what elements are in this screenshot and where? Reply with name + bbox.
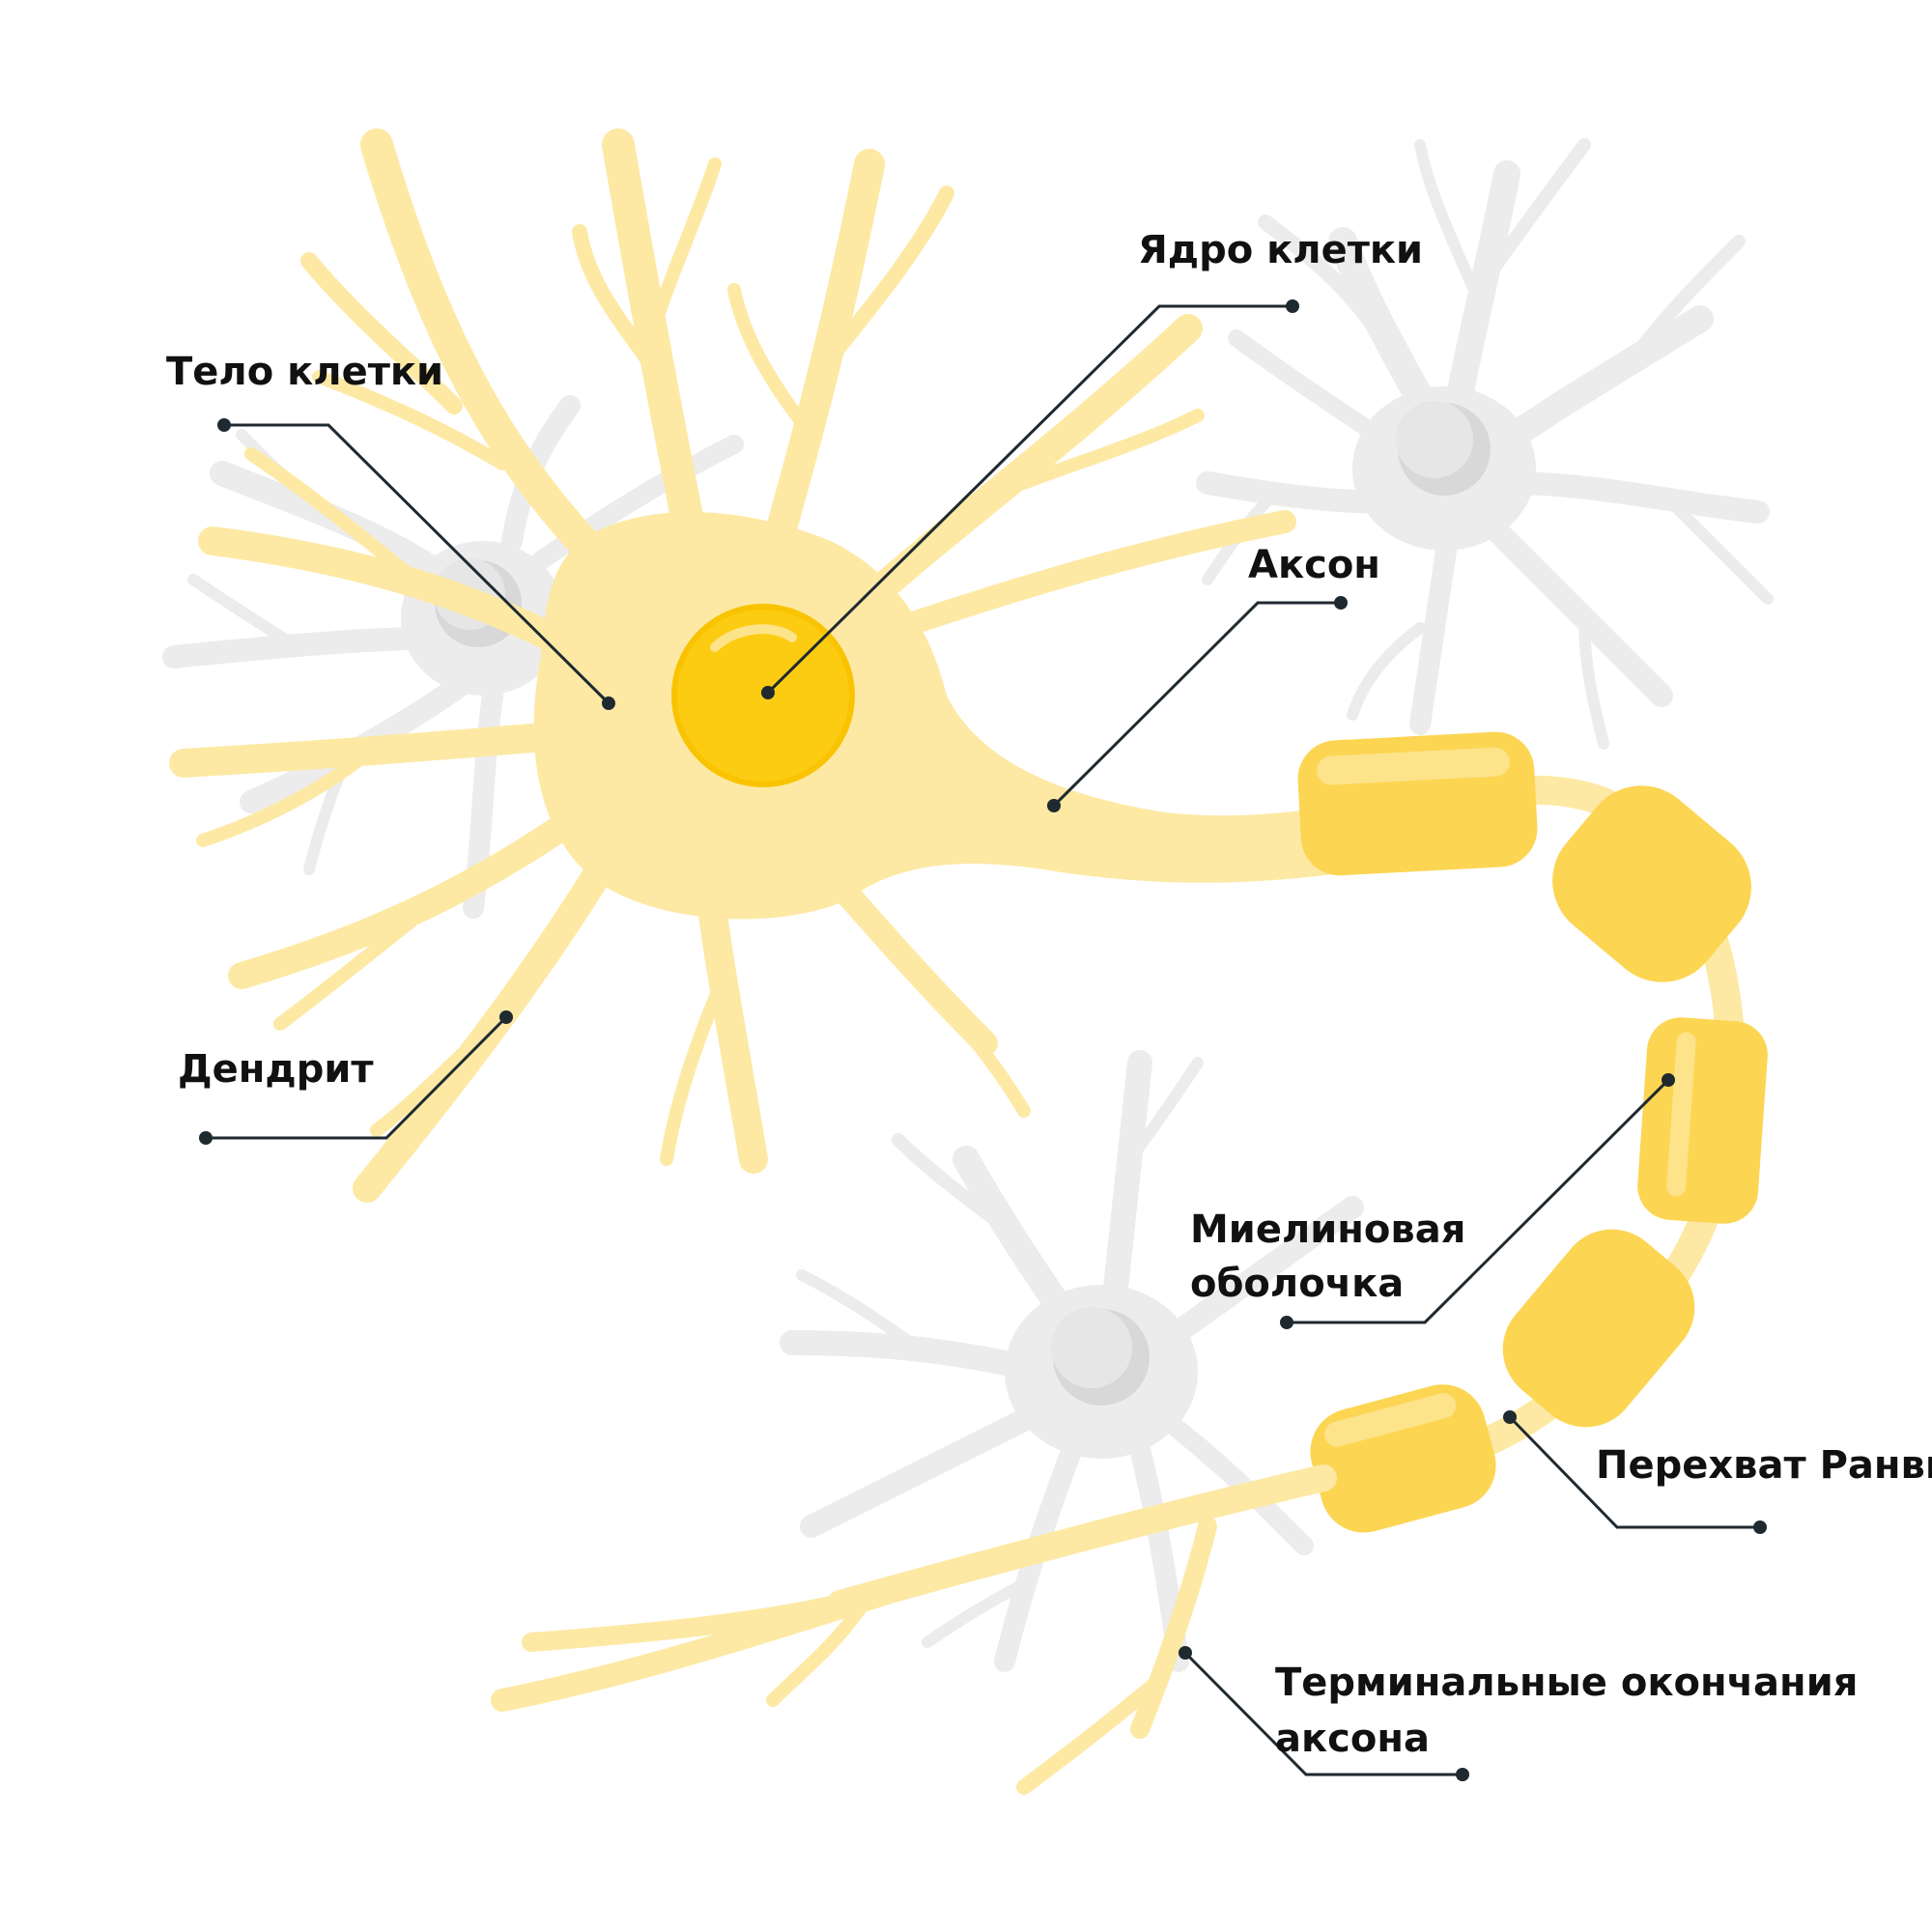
myelin-sheath <box>1297 731 1768 1533</box>
dot-dendrite-label <box>199 1131 213 1145</box>
label-dendrite: Дендрит <box>178 1047 374 1092</box>
dot-terminals-label <box>1456 1768 1469 1781</box>
myelin-segment-4 <box>1502 1229 1695 1428</box>
dot-ranvier-target <box>1503 1410 1517 1424</box>
leader-dots <box>199 299 1767 1781</box>
myelin-segment-3-highlight <box>1666 1032 1696 1197</box>
myelin-segment-1-highlight <box>1317 747 1510 785</box>
dot-nucleus-target <box>761 686 775 699</box>
dot-axon-label <box>1334 596 1348 610</box>
leader-line-axon <box>1052 601 1341 808</box>
dot-dendrite-target <box>499 1010 513 1024</box>
label-terminals-line1: Терминальные окончания <box>1275 1661 1859 1705</box>
dot-cell-body-target <box>602 696 615 710</box>
leader-line-nucleus <box>766 304 1293 695</box>
dot-nucleus-label <box>1286 299 1299 313</box>
myelin-segment-2 <box>1552 785 1751 982</box>
nucleus-highlight <box>710 624 797 652</box>
myelin-segment-5 <box>1310 1384 1496 1533</box>
label-ranvier: Перехват Ранвье <box>1596 1443 1932 1488</box>
dot-axon-target <box>1047 799 1061 812</box>
axon-terminals <box>491 1464 1337 1795</box>
dot-myelin-label <box>1280 1316 1293 1329</box>
leader-line-dendrite <box>206 1015 508 1140</box>
background-nucleus-bottom-highlight <box>1051 1307 1132 1388</box>
label-terminals-line2: аксона <box>1275 1717 1430 1761</box>
dot-myelin-target <box>1662 1073 1675 1087</box>
leader-line-ranvier <box>1508 1415 1760 1529</box>
nucleus-rim <box>671 604 855 787</box>
myelin-segment-5-highlight <box>1324 1393 1457 1447</box>
leader-line-myelin <box>1287 1078 1670 1324</box>
label-myelin-line2: оболочка <box>1190 1262 1405 1306</box>
dot-terminals-target <box>1179 1646 1192 1660</box>
label-myelin-line1: Миелиновая <box>1190 1208 1466 1252</box>
leader-lines <box>206 304 1760 1776</box>
myelin-segment-3 <box>1637 1017 1768 1224</box>
dot-cell-body-label <box>217 418 231 432</box>
label-axon: Аксон <box>1248 543 1380 587</box>
background-nucleus-highlight <box>1396 401 1473 478</box>
label-nucleus: Ядро клетки <box>1138 228 1424 272</box>
leader-line-cell-body <box>224 423 611 705</box>
leader-line-terminals <box>1183 1651 1463 1776</box>
dot-ranvier-label <box>1753 1520 1767 1534</box>
label-cell-body: Тело клетки <box>166 350 444 394</box>
